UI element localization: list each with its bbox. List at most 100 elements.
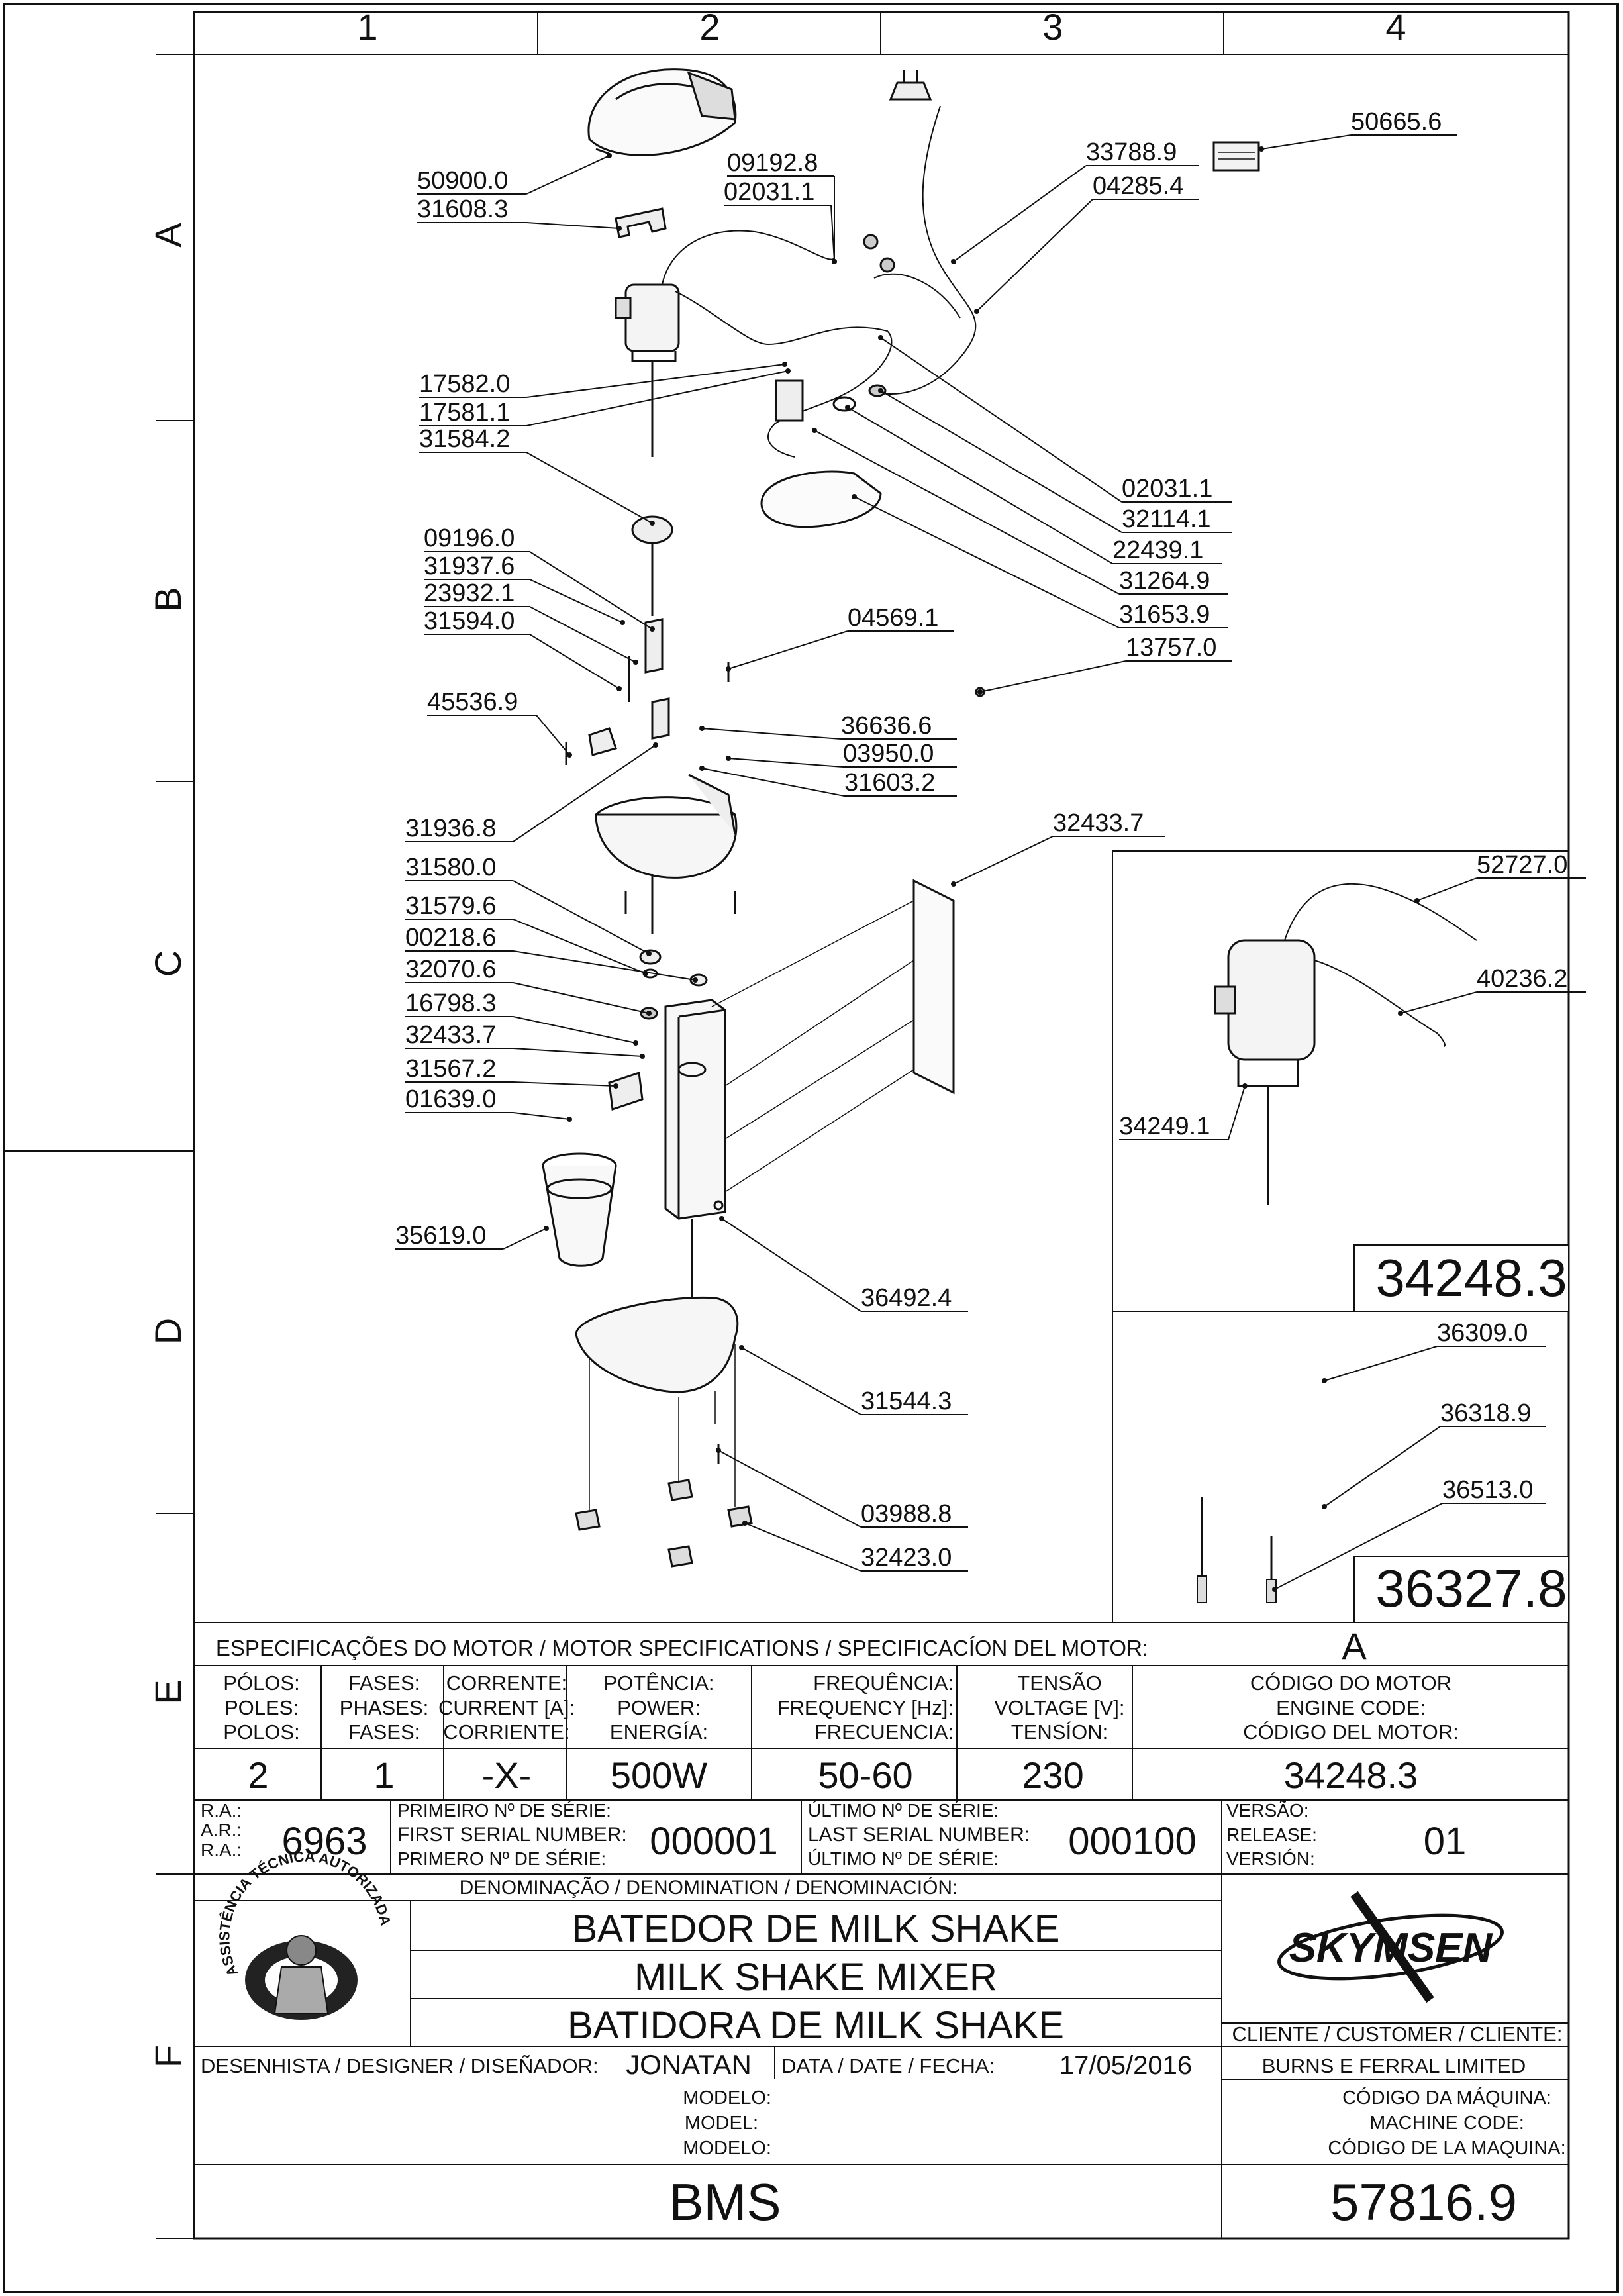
part-number: 50900.0 — [417, 167, 508, 195]
version-block: VERSÃO: RELEASE: VERSIÓN: 01 — [1226, 1800, 1466, 1869]
spec-header-label: TENSÍON: — [1011, 1721, 1108, 1744]
part-number: 36309.0 — [1437, 1319, 1528, 1347]
ra-value: 6963 — [281, 1820, 367, 1863]
spec-value: 1 — [373, 1754, 394, 1796]
product-name-es: BATIDORA DE MILK SHAKE — [567, 2004, 1064, 2047]
spec-header-label: VOLTAGE [V]: — [995, 1696, 1125, 1719]
part-callout: 36513.0 — [1272, 1476, 1546, 1592]
part-number: 36492.4 — [861, 1284, 952, 1312]
model-label-1: MODELO: — [683, 2087, 771, 2109]
spec-header-label: FREQUÊNCIA: — [813, 1672, 954, 1695]
part-number: 04569.1 — [848, 604, 938, 632]
part-callout: 31937.6 — [424, 552, 625, 625]
version-label-3: VERSIÓN: — [1226, 1848, 1315, 1869]
last-serial-block: ÚLTIMO Nº DE SÉRIE: LAST SERIAL NUMBER: … — [808, 1800, 1197, 1869]
part-callout: 31608.3 — [417, 195, 622, 231]
part-callout: 50900.0 — [417, 153, 612, 195]
spec-value: 34248.3 — [1284, 1754, 1418, 1796]
right-panels — [1112, 850, 1569, 1623]
designer-value: JONATAN — [626, 2049, 752, 2080]
part-callout: 16798.3 — [405, 989, 638, 1046]
machine-code-label-3: CÓDIGO DE LA MAQUINA: — [1328, 2137, 1565, 2159]
spec-header-label: POTÊNCIA: — [603, 1672, 714, 1695]
customer-value: BURNS E FERRAL LIMITED — [1262, 2054, 1526, 2077]
customer-label: CLIENTE / CUSTOMER / CLIENTE: — [1232, 2022, 1563, 2046]
part-number: 31594.0 — [424, 607, 515, 635]
part-number: 36513.0 — [1442, 1476, 1533, 1504]
spec-header-label: CORRENTE: — [446, 1672, 567, 1695]
grid-row-label: D — [147, 1318, 189, 1344]
part-callout: 31579.6 — [405, 892, 648, 976]
part-callout: 34249.1 — [1119, 1083, 1248, 1140]
part-callout: 40236.2 — [1398, 965, 1586, 1016]
spec-header-label: ENGINE CODE: — [1276, 1696, 1426, 1719]
part-number: 31937.6 — [424, 552, 515, 580]
part-callout: 02031.1 — [724, 178, 837, 264]
part-callout: 52727.0 — [1414, 851, 1586, 903]
version-label-1: VERSÃO: — [1226, 1800, 1308, 1821]
first-serial-value: 000001 — [650, 1820, 778, 1863]
part-callout: 31544.3 — [739, 1345, 968, 1415]
motor-variant: A — [1342, 1625, 1367, 1667]
part-number: 02031.1 — [724, 178, 814, 206]
part-number: 17581.1 — [419, 399, 510, 426]
spec-value: 2 — [248, 1754, 268, 1796]
part-callout: 03950.0 — [726, 740, 957, 768]
part-number: 17582.0 — [419, 370, 510, 398]
grid-row-label: E — [147, 1679, 189, 1704]
designer-label: DESENHISTA / DESIGNER / DISEÑADOR: — [201, 2054, 599, 2077]
motor-spec-title: ESPECIFICAÇÕES DO MOTOR / MOTOR SPECIFIC… — [216, 1636, 1148, 1660]
part-number: 31264.9 — [1119, 567, 1210, 595]
spec-header-label: ENERGÍA: — [610, 1721, 708, 1744]
part-number: 04285.4 — [1093, 172, 1183, 200]
spec-header-label: POLES: — [224, 1696, 299, 1719]
ra-label-3: R.A.: — [201, 1840, 242, 1860]
denomination-header: DENOMINAÇÃO / DENOMINATION / DENOMINACIÓ… — [460, 1876, 958, 1899]
part-number: 52727.0 — [1477, 851, 1567, 879]
part-callouts: 50900.031608.309192.802031.133788.904285… — [395, 108, 1586, 1592]
part-number: 50665.6 — [1351, 108, 1442, 136]
grid-column-label: 4 — [1385, 6, 1406, 48]
grid-row-label: F — [147, 2045, 189, 2068]
motor-cover — [587, 68, 737, 156]
power-plug — [889, 70, 932, 101]
part-number: 22439.1 — [1112, 536, 1203, 564]
part-number: 31544.3 — [861, 1387, 952, 1415]
part-number: 31579.6 — [405, 892, 496, 920]
part-callout: 04285.4 — [974, 172, 1199, 314]
motor-spec-headers: PÓLOS:POLES:POLOS:FASES:PHASES:FASES:COR… — [223, 1672, 1458, 1744]
part-callout: 02031.1 — [878, 335, 1232, 503]
part-number: 00218.6 — [405, 924, 496, 952]
grid-row-label: B — [147, 587, 189, 611]
part-number: 31608.3 — [417, 195, 508, 223]
part-callout: 09192.8 — [727, 149, 837, 264]
base-plate — [575, 1296, 739, 1510]
part-number: 32070.6 — [405, 956, 496, 983]
part-callout: 17581.1 — [419, 368, 791, 426]
part-callout: 03988.8 — [716, 1448, 968, 1528]
sheet-border — [3, 3, 1619, 2293]
part-callout: 31603.2 — [699, 766, 957, 797]
spec-value: -X- — [482, 1754, 532, 1796]
model-label-3: MODELO: — [683, 2138, 771, 2159]
part-callout: 32070.6 — [405, 956, 652, 1016]
part-callout: 23932.1 — [424, 579, 638, 665]
grid-column-label: 2 — [699, 6, 720, 48]
part-number: 31567.2 — [405, 1055, 496, 1083]
grid-row-label: A — [147, 223, 189, 248]
part-number: 31603.2 — [844, 769, 935, 797]
drawing-illustration — [542, 68, 1260, 1568]
spec-header-label: CÓDIGO DEL MOTOR: — [1243, 1721, 1459, 1744]
spec-header-label: PÓLOS: — [223, 1672, 299, 1695]
part-number: 16798.3 — [405, 989, 496, 1017]
ra-block: R.A.: A.R.: R.A.: 6963 — [201, 1800, 368, 1863]
spec-value: 500W — [611, 1754, 707, 1796]
product-name-en: MILK SHAKE MIXER — [634, 1956, 997, 1999]
grid-row-label: C — [147, 950, 189, 977]
part-number: 31936.8 — [405, 815, 496, 842]
part-number: 13757.0 — [1126, 634, 1216, 662]
part-callout: 04569.1 — [726, 604, 954, 672]
part-callout: 35619.0 — [395, 1222, 549, 1250]
